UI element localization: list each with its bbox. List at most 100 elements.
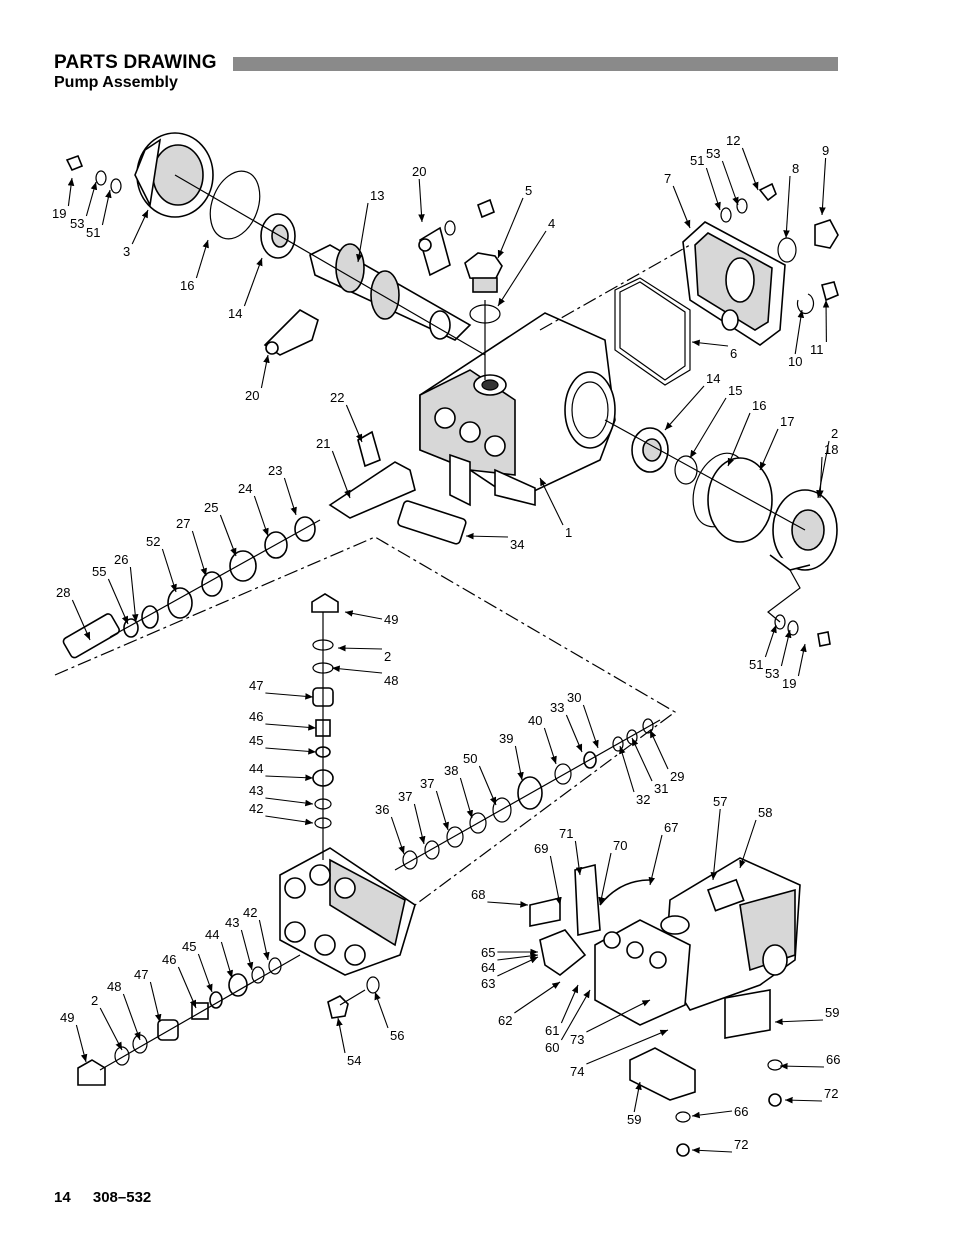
page-title: PARTS DRAWING: [54, 52, 217, 73]
leader-line: [67, 177, 75, 207]
leader-line: [265, 774, 314, 781]
callout-number: 15: [728, 383, 742, 398]
callout-number: 71: [559, 826, 573, 841]
callout-number: 31: [654, 781, 668, 796]
callout-number: 2: [91, 993, 98, 1008]
callout-53: 53: [70, 181, 98, 231]
leader-line: [586, 999, 651, 1033]
callout-number: 23: [268, 463, 282, 478]
head-bolt: [327, 976, 380, 1019]
callout-number: 51: [690, 153, 704, 168]
callout-number: 54: [347, 1053, 361, 1068]
leader-line: [345, 404, 363, 443]
leader-line: [265, 747, 317, 755]
bolt-lower-right: [774, 614, 831, 647]
callout-number: 51: [86, 225, 100, 240]
callout-33: 33: [550, 700, 583, 753]
callout-number: 24: [238, 481, 252, 496]
callout-45: 45: [249, 733, 317, 755]
leader-line: [390, 816, 405, 855]
callout-number: 72: [734, 1137, 748, 1152]
callout-22: 22: [330, 390, 363, 443]
callout-number: 45: [249, 733, 263, 748]
callout-number: 38: [444, 763, 458, 778]
leader-line: [131, 209, 149, 245]
connecting-rod-guide: [328, 430, 416, 519]
leader-line: [265, 815, 314, 826]
callout-45: 45: [182, 939, 213, 993]
callout-51: 51: [749, 624, 777, 672]
callout-15: 15: [689, 383, 742, 459]
callout-2: 2: [816, 426, 838, 499]
callout-53: 53: [765, 629, 792, 681]
plug-o-ring: [777, 237, 797, 263]
callout-number: 47: [249, 678, 263, 693]
leader-line: [71, 599, 91, 641]
leader-line: [741, 147, 759, 191]
leader-line: [664, 385, 705, 431]
leader-line: [344, 610, 383, 620]
bearing-cover-left: [134, 132, 214, 218]
callout-number: 73: [570, 1032, 584, 1047]
callout-number: 58: [758, 805, 772, 820]
callout-58: 58: [739, 805, 772, 869]
callout-number: 45: [182, 939, 196, 954]
callout-number: 20: [412, 164, 426, 179]
callout-3: 3: [123, 209, 149, 259]
callout-60: 60: [545, 989, 591, 1055]
leader-line: [819, 157, 827, 216]
leader-line: [631, 737, 653, 782]
callout-17: 17: [759, 414, 794, 471]
callout-number: 30: [567, 690, 581, 705]
leader-line: [283, 477, 297, 516]
callout-37: 37: [398, 789, 426, 845]
leader-line: [149, 981, 162, 1023]
callout-2: 2: [91, 993, 123, 1051]
callout-number: 66: [826, 1052, 840, 1067]
leader-line: [721, 160, 739, 206]
callout-number: 66: [734, 1104, 748, 1119]
callout-number: 9: [822, 143, 829, 158]
callout-number: 50: [463, 751, 477, 766]
leader-line: [191, 530, 207, 577]
leader-line: [633, 1081, 642, 1113]
leader-line: [265, 797, 314, 807]
leader-line: [543, 727, 557, 765]
callout-number: 65: [481, 945, 495, 960]
callout-39: 39: [499, 731, 524, 781]
callout-61: 61: [545, 984, 579, 1038]
callout-number: 55: [92, 564, 106, 579]
leader-line: [336, 1017, 346, 1054]
bolt-upper-right: [720, 182, 777, 223]
callout-64: 64: [481, 952, 539, 975]
callout-28: 28: [56, 585, 91, 641]
seal-stack-horizontal: [394, 718, 661, 871]
callout-number: 48: [384, 673, 398, 688]
callout-70: 70: [598, 838, 627, 906]
crankcase-cover: [682, 221, 786, 346]
leader-line: [784, 1096, 823, 1104]
callout-29: 29: [649, 729, 684, 784]
callout-23: 23: [268, 463, 297, 516]
callout-number: 63: [481, 976, 495, 991]
callout-55: 55: [92, 564, 129, 625]
callout-number: 37: [398, 789, 412, 804]
connecting-rod-lower: [263, 309, 319, 356]
callout-number: 53: [706, 146, 720, 161]
callout-52: 52: [146, 534, 177, 593]
leader-line: [574, 840, 583, 876]
leader-line: [331, 450, 351, 499]
callout-number: 3: [123, 244, 130, 259]
leader-line: [783, 175, 791, 239]
callout-32: 32: [619, 745, 650, 807]
callout-66: 66: [779, 1052, 840, 1070]
callout-68: 68: [471, 887, 529, 908]
leader-line: [413, 803, 426, 845]
callout-number: 5: [525, 183, 532, 198]
leader-line: [817, 456, 824, 499]
leader-line: [418, 178, 425, 223]
callout-number: 7: [664, 171, 671, 186]
callout-7: 7: [664, 171, 691, 229]
callout-4: 4: [497, 216, 555, 307]
callout-number: 44: [205, 927, 219, 942]
